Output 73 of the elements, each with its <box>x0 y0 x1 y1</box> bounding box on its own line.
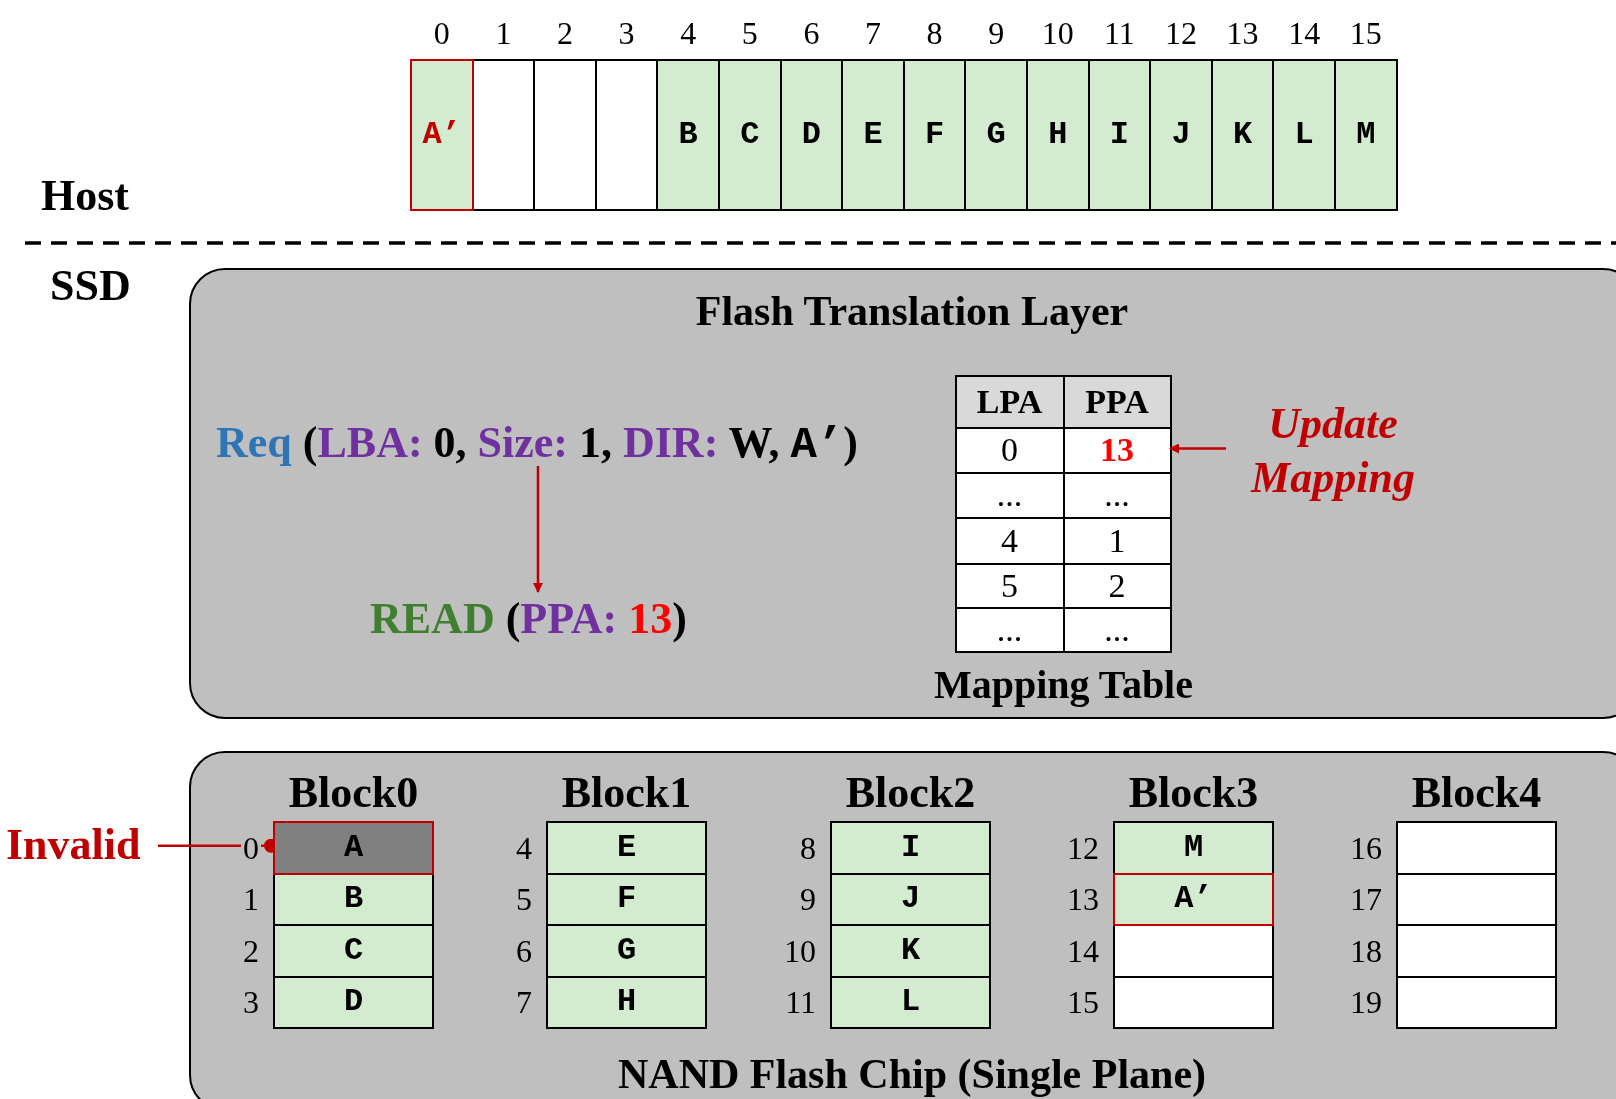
cell-letter: I <box>1109 115 1129 155</box>
cell-letter: K <box>1233 115 1253 155</box>
section-label: Host <box>41 174 129 218</box>
cell-letter: B <box>678 115 698 155</box>
table-cell: 0 <box>954 426 1065 474</box>
cell-letter: M <box>1356 115 1376 155</box>
index-number: 15 <box>1348 17 1383 49</box>
table-cell: ... <box>1062 471 1172 519</box>
table-cell: ... <box>954 471 1065 519</box>
index-number: 10 <box>1040 17 1075 49</box>
index-number: 8 <box>925 17 944 49</box>
header-cell: LPA <box>954 374 1065 429</box>
panel-title: NAND Flash Chip (Single Plane) <box>616 1053 1208 1095</box>
table-cell: 4 <box>954 516 1065 565</box>
table-cell: 1 <box>1062 516 1172 565</box>
cell-letter: K <box>900 930 921 971</box>
cell-letter: G <box>616 930 637 971</box>
cell-letter: G <box>986 115 1006 155</box>
cell-letter: E <box>616 827 637 868</box>
arrow <box>1169 443 1226 454</box>
cell-letter: L <box>900 982 921 1023</box>
block-heading: Block3 <box>1127 771 1260 815</box>
request-text: Req (LBA: 0, Size: 1, DIR: W, A’) <box>216 418 858 468</box>
index-number: 4 <box>679 17 698 49</box>
header-cell: PPA <box>1062 374 1172 429</box>
index-number: 0 <box>432 17 451 49</box>
block-heading: Block1 <box>560 771 693 815</box>
cell-letter: I <box>900 827 921 868</box>
command-text: READ (PPA: 13) <box>370 594 687 644</box>
block-heading: Block4 <box>1410 771 1543 815</box>
table-cell: 5 <box>954 562 1065 609</box>
cell-letter: H <box>1048 115 1068 155</box>
cell-letter: M <box>1183 827 1204 868</box>
table-cell: 13 <box>1062 426 1172 474</box>
table-cell: ... <box>954 606 1065 653</box>
index-number: 2 <box>556 17 574 49</box>
index-number: 14 <box>1287 17 1322 49</box>
block-heading: Block0 <box>287 771 420 815</box>
cell-letter: C <box>740 115 760 155</box>
cell-letter: H <box>616 982 637 1023</box>
cell-letter: L <box>1294 115 1314 155</box>
flash-chip-panel <box>189 751 1616 1099</box>
table-caption: Mapping Table <box>933 665 1194 705</box>
index-number: 6 <box>802 17 821 49</box>
panel-title: Flash Translation Layer <box>694 290 1130 332</box>
cell-letter: C <box>343 930 364 971</box>
cell-letter: D <box>343 982 364 1023</box>
cell-letter: B <box>343 879 364 920</box>
index-number: 7 <box>864 17 882 49</box>
arrow <box>533 466 543 593</box>
cell-letter: A <box>343 827 364 868</box>
cell-letter: E <box>863 115 883 155</box>
table-cell: ... <box>1062 606 1172 653</box>
block-heading: Block2 <box>844 771 977 815</box>
index-number: 12 <box>1164 17 1198 49</box>
cell-letter: J <box>900 879 921 920</box>
index-number: 3 <box>617 17 636 49</box>
ftl-panel <box>189 268 1616 719</box>
section-label: SSD <box>50 264 131 308</box>
index-number: 9 <box>987 17 1006 49</box>
note-text: Update Mapping <box>1228 397 1438 507</box>
index-number: 1 <box>494 17 513 49</box>
cell-letter: F <box>616 879 637 920</box>
cell-letter: F <box>925 115 945 155</box>
index-number: 13 <box>1225 17 1260 49</box>
cell-letter: A’ <box>422 115 461 155</box>
callout-text: Invalid <box>6 818 158 872</box>
cell-letter: D <box>801 115 821 155</box>
cell-letter: J <box>1171 115 1191 155</box>
index-number: 5 <box>740 17 759 49</box>
cell-letter: A’ <box>1174 879 1213 920</box>
table-cell: 2 <box>1062 562 1172 609</box>
index-number: 11 <box>1103 17 1136 49</box>
